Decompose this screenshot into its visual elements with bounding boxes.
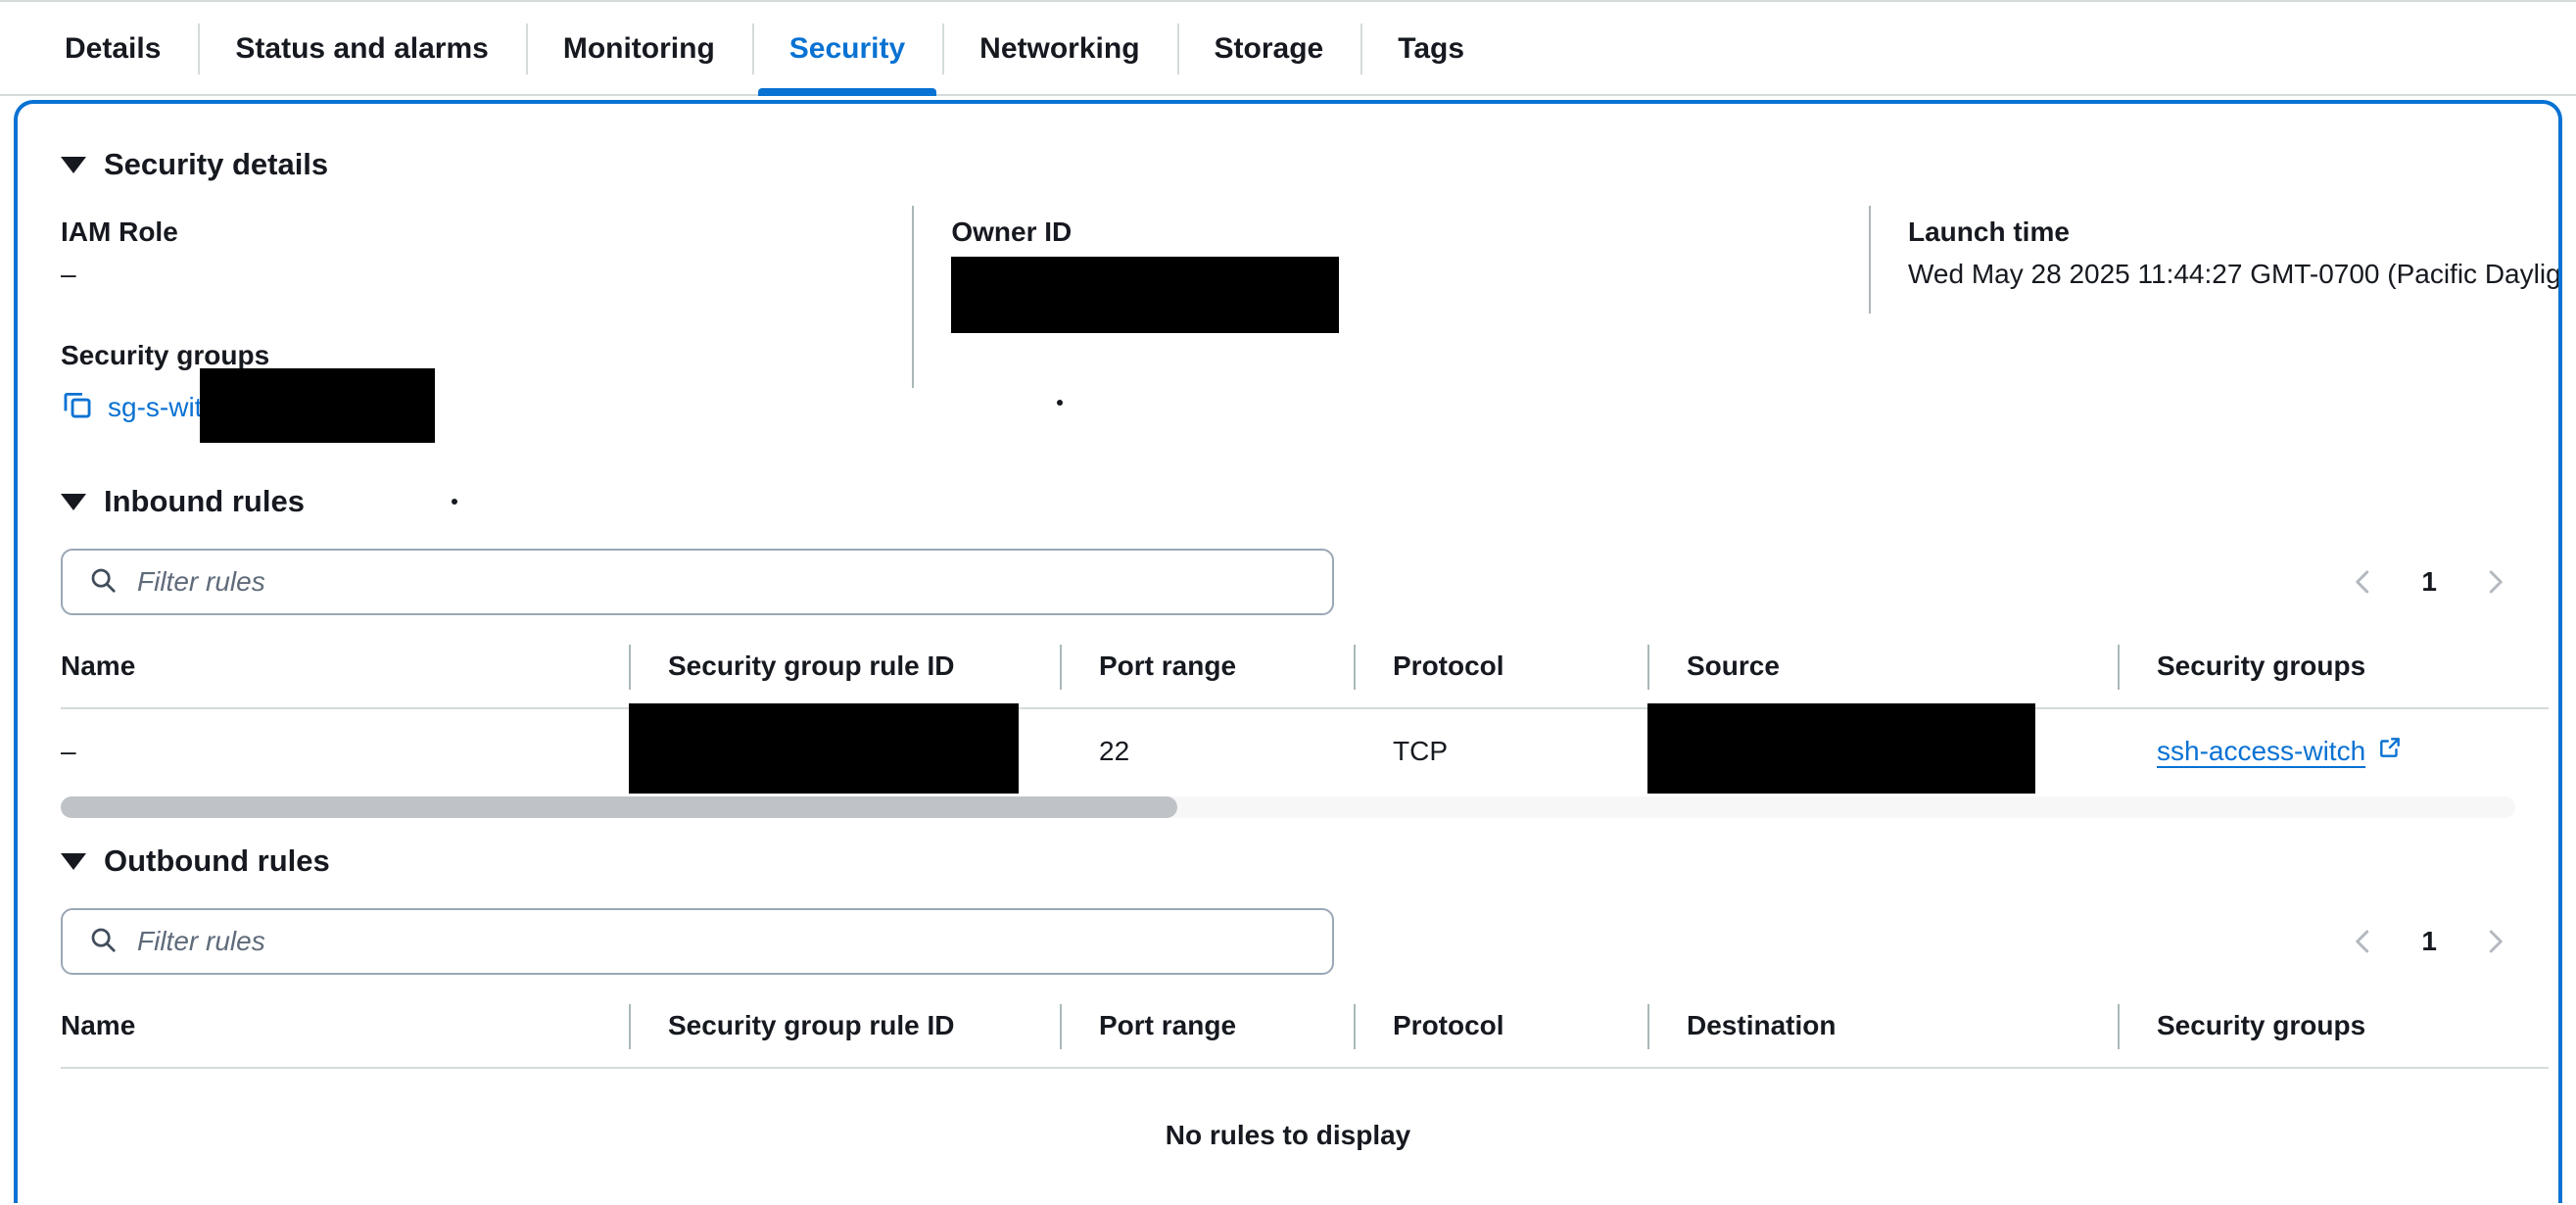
outbound-filter-placeholder: Filter rules: [137, 926, 265, 956]
inbound-rules-table: Name Security group rule ID Port range P…: [61, 641, 2549, 794]
security-group-link-prefix: sg-: [108, 391, 146, 422]
outbound-page-number[interactable]: 1: [2421, 926, 2437, 956]
tab-status-and-alarms[interactable]: Status and alarms: [198, 2, 525, 96]
inbound-filter-input[interactable]: Filter rules: [61, 549, 1334, 615]
section-title: Outbound rules: [104, 844, 330, 878]
tab-label: Details: [65, 32, 162, 65]
inbound-table-horizontal-scrollbar[interactable]: [61, 796, 2515, 818]
tab-details[interactable]: Details: [27, 2, 198, 96]
outbound-filter-row: Filter rules 1: [61, 908, 2515, 975]
security-group-link-label: ssh-access-witch: [2157, 735, 2366, 766]
tab-label: Security: [788, 32, 906, 65]
inbound-rules-header: Inbound rules: [61, 484, 305, 519]
table-header-row: Name Security group rule ID Port range P…: [61, 641, 2549, 708]
column-header-security-groups[interactable]: Security groups: [2118, 641, 2549, 708]
previous-page-icon[interactable]: [2349, 927, 2378, 956]
cell-protocol: TCP: [1393, 735, 1448, 766]
security-details-header: Security details: [61, 147, 2515, 182]
table-header-row: Name Security group rule ID Port range P…: [61, 1000, 2549, 1068]
column-header-port-range[interactable]: Port range: [1060, 641, 1354, 708]
section-title: Inbound rules: [104, 484, 305, 518]
security-tab-panel: Security details IAM Role – Security gro…: [14, 100, 2562, 1203]
source-redaction: [1647, 703, 2035, 794]
tab-label: Tags: [1398, 32, 1465, 65]
inbound-filter-row: Filter rules 1: [61, 549, 2515, 615]
column-header-name[interactable]: Name: [61, 651, 136, 681]
table-row[interactable]: – 22 TCP ssh-access-witch: [61, 703, 2549, 794]
security-groups-field: Security groups sg-s-witch): [61, 337, 873, 443]
owner-id-redaction: [951, 256, 1340, 333]
dot-artifact: [451, 499, 457, 505]
column-header-protocol[interactable]: Protocol: [1354, 641, 1647, 708]
copy-icon[interactable]: [61, 388, 94, 426]
tab-label: Status and alarms: [235, 32, 489, 65]
column-header-rule-id[interactable]: Security group rule ID: [629, 1000, 1060, 1068]
launch-time-label: Launch time: [1908, 217, 2070, 247]
column-header-source[interactable]: Source: [1647, 641, 2118, 708]
column-header-port-range[interactable]: Port range: [1060, 1000, 1354, 1068]
scrollbar-thumb[interactable]: [61, 796, 1178, 818]
column-header-destination[interactable]: Destination: [1647, 1000, 2118, 1068]
chevron-down-icon[interactable]: [61, 156, 86, 173]
cell-security-group: ssh-access-witch: [2118, 708, 2549, 793]
tab-storage[interactable]: Storage: [1176, 2, 1361, 96]
inbound-pagination: 1: [2349, 566, 2515, 598]
owner-id-label: Owner ID: [951, 217, 1073, 247]
search-icon: [88, 565, 118, 600]
inbound-rules-section: Inbound rules Filter rules: [61, 484, 2549, 818]
chevron-down-icon[interactable]: [61, 493, 86, 510]
dot-artifact: [1057, 400, 1064, 406]
security-group-link[interactable]: sg-s-witch): [108, 367, 435, 443]
launch-time-value: Wed May 28 2025 11:44:27 GMT-0700 (Pacif…: [1908, 258, 2561, 289]
details-column-middle: Owner ID: [912, 206, 1869, 458]
rule-id-redaction: [629, 703, 1019, 794]
iam-role-label: IAM Role: [61, 217, 178, 247]
security-groups-label: Security groups: [61, 340, 270, 371]
external-link-icon: [2377, 735, 2403, 767]
cell-rule-id: [629, 703, 1060, 794]
inbound-page-number[interactable]: 1: [2421, 566, 2437, 597]
tab-security[interactable]: Security: [751, 2, 942, 96]
security-details-grid: IAM Role – Security groups sg-s-witch): [61, 206, 2561, 458]
security-group-link-row[interactable]: sg-s-witch): [61, 367, 873, 443]
security-group-id-redaction: [200, 367, 435, 443]
details-column-left: IAM Role – Security groups sg-s-witch): [61, 214, 912, 458]
cell-name: –: [61, 735, 76, 766]
column-header-rule-id[interactable]: Security group rule ID: [629, 641, 1060, 708]
details-column-right: Launch time Wed May 28 2025 11:44:27 GMT…: [1869, 206, 2561, 458]
outbound-rules-table: Name Security group rule ID Port range P…: [61, 1000, 2549, 1069]
column-header-name[interactable]: Name: [61, 1010, 136, 1040]
outbound-filter-input[interactable]: Filter rules: [61, 908, 1334, 975]
security-group-external-link[interactable]: ssh-access-witch: [2157, 735, 2403, 767]
cell-port-range: 22: [1099, 735, 1130, 766]
tab-tags[interactable]: Tags: [1360, 2, 1502, 96]
tab-label: Monitoring: [562, 32, 715, 65]
chevron-down-icon[interactable]: [61, 852, 86, 870]
inbound-filter-placeholder: Filter rules: [137, 566, 265, 597]
outbound-empty-message: No rules to display: [1165, 1120, 1411, 1150]
column-header-security-groups[interactable]: Security groups: [2118, 1000, 2549, 1068]
next-page-icon[interactable]: [2480, 927, 2509, 956]
outbound-pagination: 1: [2349, 926, 2515, 957]
previous-page-icon[interactable]: [2349, 567, 2378, 597]
column-header-protocol[interactable]: Protocol: [1354, 1000, 1647, 1068]
outbound-rules-section: Outbound rules Filter rules 1: [61, 844, 2549, 1151]
iam-role-value: –: [61, 258, 76, 289]
tab-label: Storage: [1214, 32, 1324, 65]
section-title: Security details: [104, 147, 329, 181]
tab-networking[interactable]: Networking: [942, 2, 1176, 96]
tab-label: Networking: [979, 32, 1140, 65]
search-icon: [88, 925, 118, 959]
cell-source: [1647, 703, 2118, 794]
tab-monitoring[interactable]: Monitoring: [525, 2, 752, 96]
next-page-icon[interactable]: [2480, 567, 2509, 597]
instance-detail-tabs: Details Status and alarms Monitoring Sec…: [0, 0, 2576, 96]
outbound-rules-header: Outbound rules: [61, 844, 2515, 879]
